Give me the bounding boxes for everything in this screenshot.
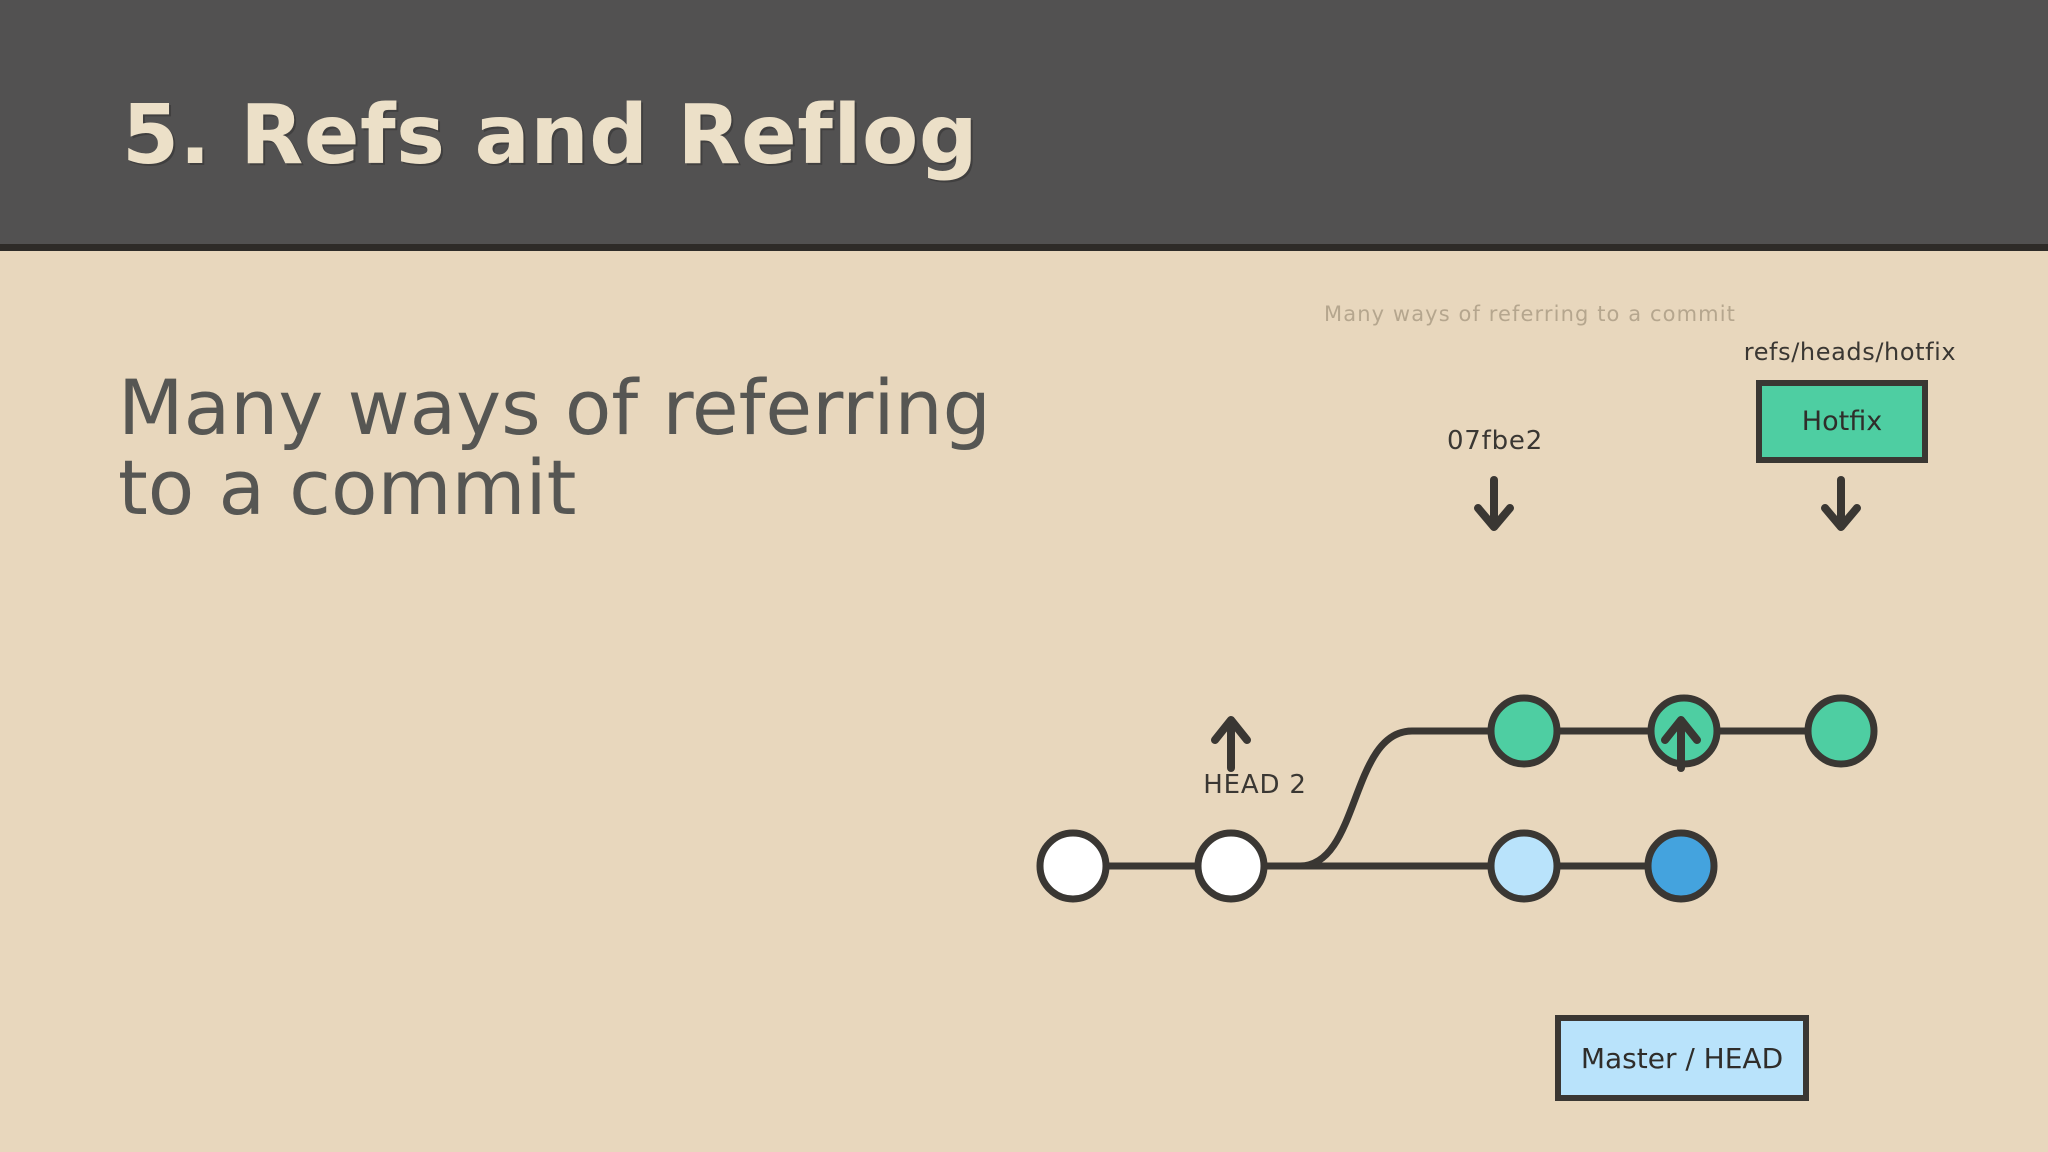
arrow-hotfix-down-icon [1821, 476, 1861, 531]
commit-node-hotfix-3[interactable] [1804, 694, 1878, 768]
commit-graph-svg: .edge { stroke: #3a3733; stroke-width: 7… [1036, 476, 1878, 903]
commit-node-hotfix-1[interactable] [1487, 694, 1561, 768]
master-head-box[interactable]: Master / HEAD [1555, 1015, 1809, 1101]
slide-heading-line-1: Many ways of referring [118, 363, 991, 452]
arrow-sha-down-icon [1474, 476, 1514, 531]
commit-node-master-1[interactable] [1036, 829, 1110, 903]
hotfix-branch-box-label: Hotfix [1801, 406, 1883, 437]
hotfix-ref-label: refs/heads/hotfix [1743, 338, 1957, 366]
commit-node-master-3[interactable] [1487, 829, 1561, 903]
arrow-head2-up-icon [1211, 716, 1251, 772]
page-title: 5. Refs and Reflog [122, 88, 979, 183]
head2-label: HEAD 2 [1203, 770, 1307, 800]
diagram-caption: Many ways of referring to a commit [1324, 302, 1736, 326]
commit-sha-label: 07fbe2 [1446, 426, 1544, 456]
commit-node-master-4[interactable] [1644, 829, 1718, 903]
slide-heading: Many ways of referring to a commit [118, 368, 1038, 528]
slide-heading-line-2: to a commit [118, 442, 577, 532]
master-head-box-label: Master / HEAD [1580, 1041, 1784, 1075]
slide-header-bar: 5. Refs and Reflog [0, 0, 2048, 244]
hotfix-branch-box[interactable]: Hotfix [1756, 380, 1928, 463]
arrow-master-head-up-icon [1661, 716, 1701, 772]
edge-branch-curve [1296, 727, 1528, 870]
header-divider [0, 244, 2048, 251]
commit-graph-diagram: Many ways of referring to a commit refs/… [1000, 270, 2048, 1150]
commit-node-master-2[interactable] [1194, 829, 1268, 903]
